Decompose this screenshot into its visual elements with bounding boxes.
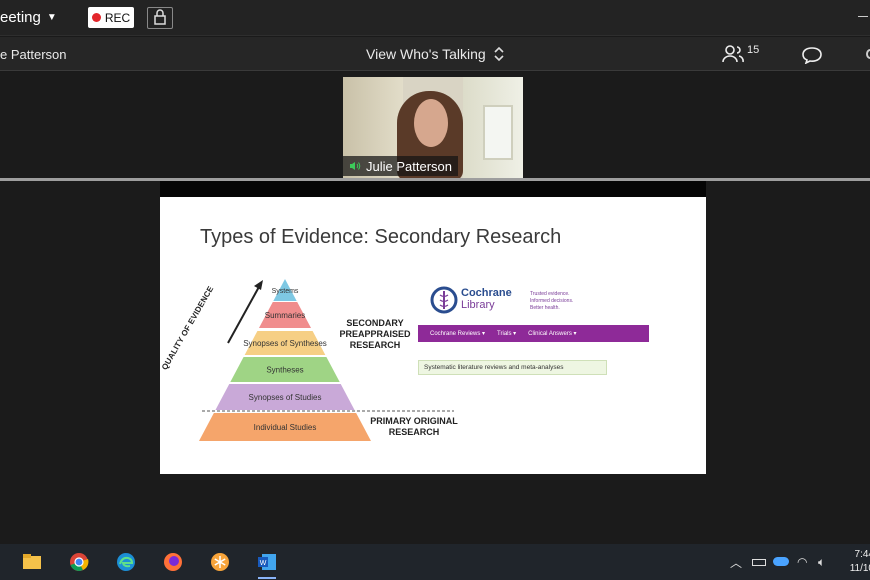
onedrive-cloud-icon[interactable] [773,557,789,566]
windows-taskbar: W ︿ ◠ 🔈︎ 7:44 11/10 [0,544,870,580]
menu-item-clinical-answers: Clinical Answers ▾ [528,331,577,337]
quality-arrow [227,284,261,344]
recording-indicator[interactable]: REC [88,7,134,28]
battery-icon[interactable] [752,559,766,566]
firefox-icon[interactable] [163,552,183,572]
meeting-title-menu[interactable]: eeting ▼ [0,9,57,26]
meeting-top-bar: eeting ▼ REC [0,0,870,36]
cochrane-word: Cochrane [461,287,512,299]
file-explorer-icon[interactable] [22,552,42,572]
snowflake-app-icon[interactable] [210,552,230,572]
secondary-label-line: SECONDARY [346,318,404,328]
tagline-line: Trusted evidence. [530,291,570,297]
presentation-slide: Types of Evidence: Secondary Research Sy… [160,197,706,474]
slide-title: Types of Evidence: Secondary Research [200,226,562,248]
pyramid-level-5 [215,384,355,410]
volume-icon[interactable]: 🔈︎ [818,555,826,569]
participant-count: 15 [747,44,760,56]
cochrane-library-name: Cochrane Library [461,287,512,311]
cochrane-tagline: Trusted evidence. Informed decisions. Be… [530,291,573,312]
lock-button[interactable] [147,7,173,29]
secondary-research-label: SECONDARY PREAPPRAISED RESEARCH [330,318,420,351]
lock-icon [154,9,166,25]
pyramid-level-2 [258,302,312,328]
view-mode-label: View Who's Talking [366,46,486,62]
tagline-line: Informed decisions. [530,298,574,304]
systematic-reviews-box: Systematic literature reviews and meta-a… [418,360,607,375]
share-top-band [160,181,706,197]
quality-arrow-head [254,280,263,290]
system-clock[interactable]: 7:44 11/10 [840,548,870,576]
meeting-sub-bar: e Patterson View Who's Talking 15 [0,37,870,71]
speaker-video-tile[interactable]: Julie Patterson [343,77,523,178]
word-icon[interactable]: W [257,552,277,572]
video-window [483,105,513,160]
cochrane-logo-icon [430,286,458,314]
primary-research-label: PRIMARY ORIGINAL RESEARCH [364,416,464,438]
strip-divider[interactable] [0,178,870,181]
active-participant-name: e Patterson [0,47,67,62]
more-icon[interactable] [866,49,870,59]
pyramid-level-4 [230,357,340,382]
rec-label: REC [104,10,131,25]
shared-screen: Types of Evidence: Secondary Research Sy… [0,181,870,544]
library-word: Library [461,299,495,311]
menu-item-trials: Trials ▾ [497,331,517,337]
wifi-icon[interactable]: ◠ [797,555,808,569]
meeting-title: eeting [0,9,41,26]
tray-chevron-up-icon[interactable]: ︿ [730,556,743,570]
speaker-audio-icon [350,162,361,170]
pyramid-level-label: Synopses of Syntheses [243,339,327,348]
tagline-line: Better health. [530,305,560,311]
cochrane-menu-bar: Cochrane Reviews ▾ Trials ▾ Clinical Ans… [418,325,649,342]
minimize-icon[interactable] [858,16,868,17]
primary-label-line: RESEARCH [388,427,440,437]
pyramid-level-1 [273,279,297,301]
record-dot-icon [91,13,101,22]
chat-icon[interactable] [801,46,823,64]
edge-browser-icon[interactable] [116,552,136,572]
active-app-indicator [258,577,276,579]
pyramid-level-label: Syntheses [266,366,303,375]
menu-item-cochrane-reviews: Cochrane Reviews ▾ [430,331,486,337]
pyramid-level-3 [244,331,326,355]
pyramid-level-label: Systems [272,288,299,295]
up-down-chevron-icon [494,46,504,62]
participants-button[interactable]: 15 [722,44,759,64]
clock-time: 7:44 [854,549,870,560]
view-mode-selector[interactable]: View Who's Talking [366,46,504,62]
pyramid-level-6 [199,413,371,441]
secondary-label-line: PREAPPRAISED [339,329,411,339]
speaker-face [414,99,448,147]
speaker-name-tag: Julie Patterson [343,156,458,176]
primary-label-line: PRIMARY ORIGINAL [370,416,458,426]
caret-down-icon: ▼ [46,12,57,23]
clock-date: 11/10 [849,563,870,574]
secondary-label-line: RESEARCH [349,340,401,350]
speaker-name: Julie Patterson [366,158,452,174]
chrome-icon[interactable] [69,552,89,572]
pyramid-level-label: Individual Studies [254,423,317,432]
people-icon [722,45,744,63]
pyramid-level-label: Synopses of Studies [249,393,322,402]
pyramid-level-label: Summaries [265,311,305,320]
svg-text:W: W [260,560,267,567]
video-strip: Julie Patterson [0,72,870,178]
